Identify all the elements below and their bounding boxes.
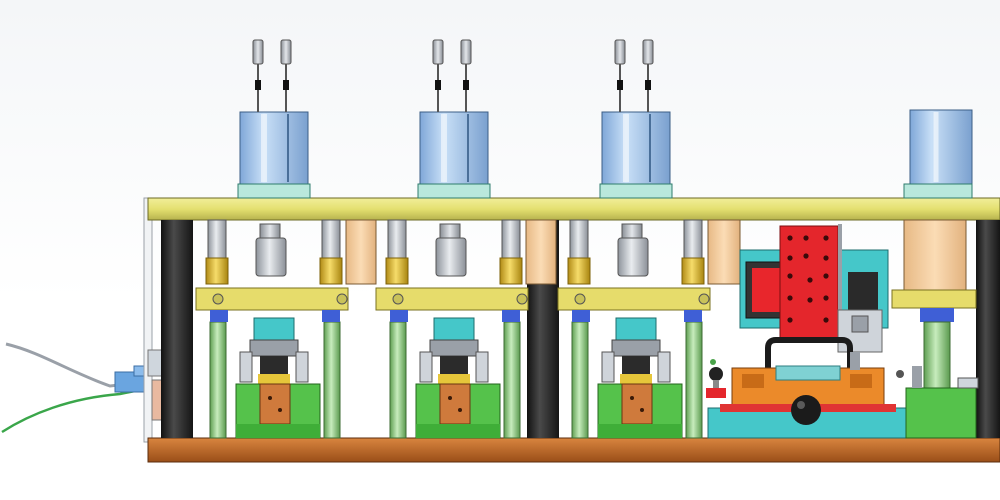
green-cable (1, 388, 141, 434)
hex-nut (259, 223, 281, 239)
brass-bushing (319, 257, 343, 285)
cylinder-mount (417, 183, 491, 199)
gripper (249, 339, 299, 357)
cylinder-mount (237, 183, 311, 199)
cylinder-mount (599, 183, 673, 199)
yellow-bracket (195, 287, 349, 311)
guide-post (683, 219, 703, 261)
base-plate (147, 437, 1000, 463)
top-mounting-plate (147, 197, 1000, 221)
left-frame-plate (143, 197, 153, 443)
copper-workpiece (259, 383, 291, 425)
tan-spacer (345, 219, 377, 285)
handle (765, 337, 853, 384)
brass-bushing (567, 257, 591, 285)
ball-knob (791, 395, 821, 425)
pneumatic-cylinder (601, 111, 671, 185)
fitting (642, 39, 654, 65)
hex-nut (439, 223, 461, 239)
yellow-bracket (375, 287, 529, 311)
fitting (280, 39, 292, 65)
brass-bushing (205, 257, 229, 285)
guide-post (207, 219, 227, 261)
brass-bushing (385, 257, 409, 285)
partial-press-station (891, 109, 979, 439)
guide-post (569, 219, 589, 261)
gripper (611, 339, 661, 357)
guide-rod (503, 321, 521, 439)
guide-rod (685, 321, 703, 439)
spring-housing (255, 237, 287, 277)
support-column-1 (161, 220, 193, 438)
brass-bushing (499, 257, 523, 285)
press-stations (195, 39, 739, 439)
slide-clamp-station (706, 219, 909, 439)
hex-nut (621, 223, 643, 239)
guide-post (321, 219, 341, 261)
cable-bundle (1, 342, 155, 434)
fitting (614, 39, 626, 65)
fitting (252, 39, 264, 65)
tan-spacer (525, 219, 557, 285)
guide-post (387, 219, 407, 261)
gripper (429, 339, 479, 357)
support-column-3 (976, 220, 1000, 438)
guide-rod (209, 321, 227, 439)
station-1 (195, 39, 377, 439)
spring-housing (435, 237, 467, 277)
copper-workpiece (621, 383, 653, 425)
station-2 (375, 39, 557, 439)
gray-cable (5, 342, 129, 388)
station-3 (557, 39, 739, 439)
pneumatic-cylinder (239, 111, 309, 185)
pneumatic-cylinder (419, 111, 489, 185)
guide-rod (323, 321, 341, 439)
fitting (460, 39, 472, 65)
yellow-bracket (557, 287, 711, 311)
guide-post (501, 219, 521, 261)
tan-spacer (707, 219, 741, 285)
brass-bushing (681, 257, 705, 285)
guide-rod (571, 321, 589, 439)
fitting (432, 39, 444, 65)
spring-housing (617, 237, 649, 277)
copper-workpiece (439, 383, 471, 425)
guide-rod (389, 321, 407, 439)
